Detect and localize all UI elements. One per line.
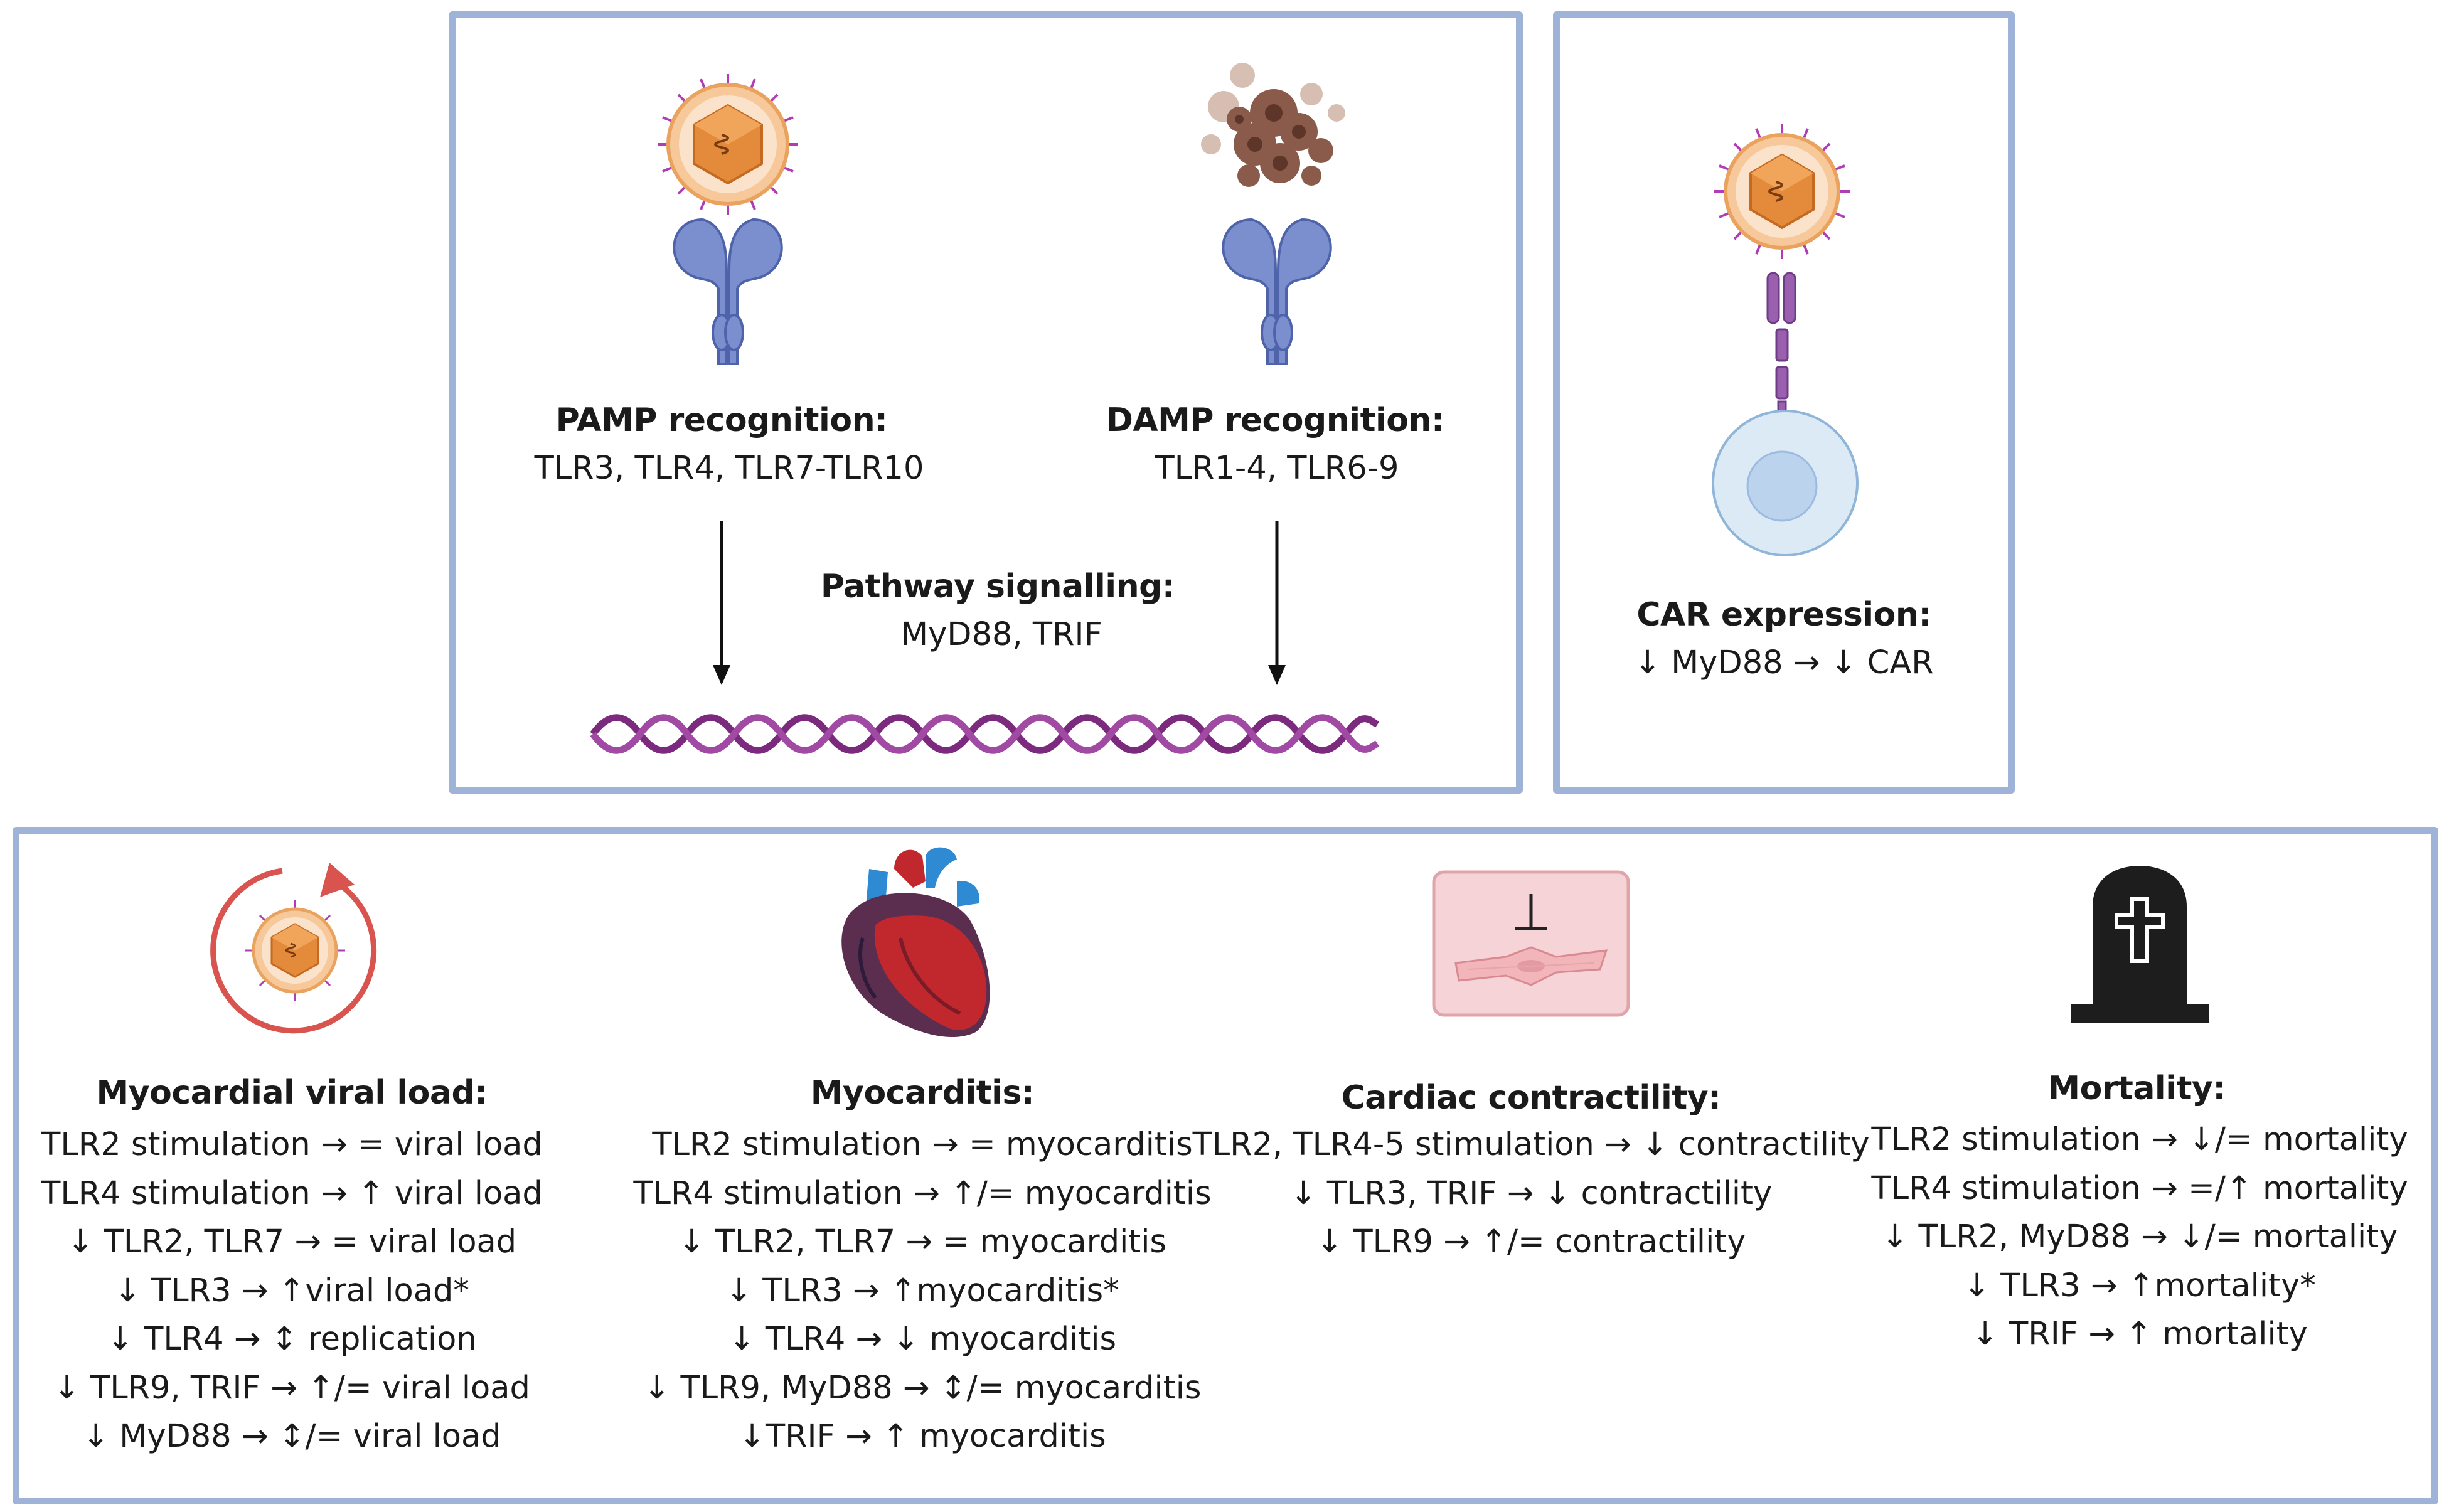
- damp-title: DAMP recognition:: [1106, 402, 1444, 439]
- arrow-down-icon: [1268, 521, 1286, 685]
- list-item: TLR4 stimulation → =/↑ mortality: [1871, 1169, 2408, 1207]
- list-item: ↓ MyD88 → ↕/= viral load: [82, 1418, 501, 1455]
- contractility-inhibition-icon: [1432, 870, 1630, 1017]
- virus-icon: [1714, 124, 1850, 259]
- arrow-down-icon: [713, 521, 730, 685]
- list-item: ↓ TLR4 → ↕ replication: [107, 1321, 477, 1358]
- mortality-title: Mortality:: [2047, 1070, 2226, 1107]
- list-item: ↓ TLR4 → ↓ myocarditis: [728, 1321, 1117, 1358]
- tlr-receptor-icon: [1222, 218, 1332, 365]
- virus-icon: [658, 74, 798, 215]
- damp-debris-icon: [1201, 63, 1345, 187]
- pathway-title: Pathway signalling:: [820, 568, 1175, 605]
- list-item: ↓ TLR2, TLR7 → = viral load: [67, 1223, 517, 1260]
- myocarditis-list: TLR2 stimulation → = myocarditis TLR4 st…: [633, 1121, 1211, 1461]
- heart-icon: [841, 847, 990, 1038]
- list-item: ↓ TLR3, TRIF → ↓ contractility: [1289, 1174, 1773, 1212]
- list-item: ↓ TLR3 → ↑viral load*: [114, 1272, 469, 1309]
- list-item: TLR4 stimulation → ↑ viral load: [41, 1174, 543, 1212]
- viral-load-title: Myocardial viral load:: [96, 1074, 488, 1112]
- replication-cycle-icon: [210, 863, 377, 1034]
- pamp-title: PAMP recognition:: [555, 402, 888, 439]
- list-item: ↓TRIF → ↑ myocarditis: [739, 1418, 1106, 1455]
- pamp-body: TLR3, TLR4, TLR7-TLR10: [534, 450, 924, 487]
- list-item: TLR4 stimulation → ↑/= myocarditis: [633, 1174, 1212, 1212]
- viral-load-list: TLR2 stimulation → = viral load TLR4 sti…: [41, 1121, 543, 1461]
- mortality-list: TLR2 stimulation → ↓/= mortality TLR4 st…: [1871, 1115, 2408, 1359]
- list-item: ↓ TLR2, TLR7 → = myocarditis: [678, 1223, 1167, 1260]
- list-item: TLR2 stimulation → = myocarditis: [652, 1126, 1193, 1163]
- car-title: CAR expression:: [1636, 596, 1931, 634]
- tlr-receptor-icon: [673, 218, 783, 365]
- list-item: TLR2 stimulation → ↓/= mortality: [1871, 1121, 2408, 1158]
- recognition-panel: [449, 11, 1523, 794]
- contractility-title: Cardiac contractility:: [1341, 1079, 1721, 1117]
- cell-icon: [1712, 410, 1859, 556]
- list-item: ↓ TLR3 → ↑myocarditis*: [725, 1272, 1119, 1309]
- pathway-body: MyD88, TRIF: [900, 616, 1102, 653]
- list-item: TLR2, TLR4-5 stimulation → ↓ contractili…: [1192, 1126, 1870, 1163]
- list-item: TLR2 stimulation → = viral load: [41, 1126, 543, 1163]
- list-item: ↓ TLR2, MyD88 → ↓/= mortality: [1881, 1218, 2398, 1255]
- list-item: ↓ TLR9 → ↑/= contractility: [1316, 1223, 1746, 1260]
- list-item: ↓ TLR9, MyD88 → ↕/= myocarditis: [643, 1369, 1202, 1407]
- list-item: ↓ TLR9, TRIF → ↑/= viral load: [53, 1369, 530, 1407]
- car-body: ↓ MyD88 → ↓ CAR: [1634, 644, 1934, 681]
- dna-helix-icon: [590, 714, 1380, 754]
- damp-body: TLR1-4, TLR6-9: [1155, 450, 1399, 487]
- contractility-list: TLR2, TLR4-5 stimulation → ↓ contractili…: [1193, 1121, 1870, 1267]
- outcomes-panel: [13, 827, 2438, 1504]
- myocarditis-title: Myocarditis:: [810, 1074, 1035, 1112]
- list-item: ↓ TRIF → ↑ mortality: [1971, 1316, 2308, 1353]
- list-item: ↓ TLR3 → ↑mortality*: [1963, 1267, 2316, 1304]
- tombstone-icon: [2071, 866, 2209, 1023]
